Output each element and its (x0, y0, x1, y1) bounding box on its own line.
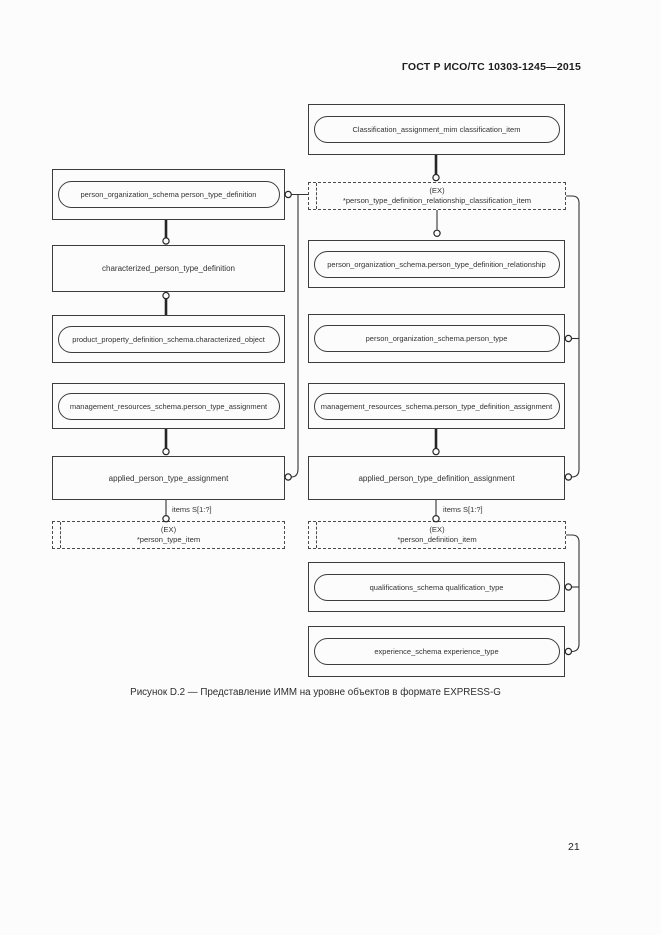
relation-circle (564, 647, 573, 656)
page-ref-label: *person_definition_item (397, 535, 477, 544)
page-ref-box-person-type-item: (EX) *person_type_item (52, 521, 285, 549)
relation-circle (284, 190, 292, 199)
entity-label: Classification_assignment_mim classifica… (352, 125, 521, 134)
entity-box-experience-type: experience_schema experience_type (308, 626, 565, 677)
entity-box-characterized-person-type-definition: characterized_person_type_definition (52, 245, 285, 292)
relation-circle (162, 447, 170, 456)
edge-label-items-left: items S[1:?] (172, 505, 212, 514)
entity-box-classification-item: Classification_assignment_mim classifica… (308, 104, 565, 155)
relation-circle (564, 583, 573, 591)
relation-circle (433, 229, 441, 237)
page-ref-label: *person_type_definition_relationship_cla… (342, 196, 532, 205)
entity-label: product_property_definition_schema.chara… (72, 334, 265, 344)
line-ptd-branch-to-applied (291, 194, 299, 478)
entity-pill-person-type: person_organization_schema.person_type (313, 325, 560, 352)
entity-box-ptd-relationship: person_organization_schema.person_type_d… (308, 240, 565, 288)
entity-pill-person-type-assignment: management_resources_schema.person_type_… (57, 392, 280, 420)
entity-pill-person-type-definition: person_organization_schema person_type_d… (57, 181, 280, 208)
entity-pill-experience-type: experience_schema experience_type (313, 638, 560, 665)
entity-box-person-type-assignment: management_resources_schema.person_type_… (52, 383, 285, 429)
relation-circle (162, 237, 170, 245)
entity-label: person_organization_schema.person_type (365, 334, 508, 343)
entity-pill-ptd-relationship: person_organization_schema.person_type_d… (313, 250, 560, 278)
page-number: 21 (568, 841, 580, 853)
ex-tag: (EX) (429, 524, 445, 534)
relation-circle (162, 291, 170, 300)
entity-label: management_resources_schema.person_type_… (69, 401, 268, 411)
entity-box-applied-ptd-assignment: applied_person_type_definition_assignmen… (308, 456, 565, 500)
entity-label: qualifications_schema qualification_type (369, 582, 504, 592)
entity-box-person-type-definition: person_organization_schema person_type_d… (52, 169, 285, 220)
page-ref-box-person-definition-item: (EX) *person_definition_item (308, 521, 566, 549)
entity-box-qualification-type: qualifications_schema qualification_type (308, 562, 565, 612)
line-ref-right-rail (566, 195, 580, 478)
relation-circle (284, 473, 292, 481)
entity-label: experience_schema experience_type (374, 647, 499, 656)
entity-pill-ptd-assignment: management_resources_schema.person_type_… (313, 392, 560, 420)
relation-circle (564, 473, 573, 481)
entity-label: characterized_person_type_definition (102, 264, 235, 273)
edge-label-items-right: items S[1:?] (443, 505, 483, 514)
entity-label: person_organization_schema.person_type_d… (327, 259, 546, 269)
figure-caption: Рисунок D.2 — Представление ИММ на уровн… (130, 687, 501, 698)
page-ref-label: *person_type_item (136, 535, 201, 544)
entity-label: person_organization_schema person_type_d… (80, 190, 257, 199)
entity-pill-qualification-type: qualifications_schema qualification_type (313, 573, 560, 601)
relation-circle (432, 173, 440, 182)
entity-box-person-type: person_organization_schema.person_type (308, 314, 565, 363)
page-header: ГОСТ Р ИСО/ТС 10303-1245—2015 (401, 61, 581, 73)
page-ref-double-edge (60, 522, 61, 548)
relation-circle (564, 334, 573, 343)
entity-label: applied_person_type_definition_assignmen… (358, 473, 515, 483)
entity-label: applied_person_type_assignment (108, 473, 229, 483)
ex-tag: (EX) (429, 185, 445, 195)
entity-box-characterized-object: product_property_definition_schema.chara… (52, 315, 285, 363)
entity-pill-classification-item: Classification_assignment_mim classifica… (313, 116, 560, 143)
page-ref-double-edge (316, 522, 317, 548)
page-ref-double-edge (316, 183, 317, 209)
ex-tag: (EX) (160, 524, 177, 534)
page-ref-box-ptd-rel-classification-item: (EX) *person_type_definition_relationshi… (308, 182, 566, 210)
relation-circle (432, 447, 440, 456)
entity-box-ptd-assignment: management_resources_schema.person_type_… (308, 383, 565, 429)
entity-box-applied-person-type-assignment: applied_person_type_assignment (52, 456, 285, 500)
entity-label: management_resources_schema.person_type_… (320, 401, 553, 411)
entity-pill-characterized-object: product_property_definition_schema.chara… (57, 325, 280, 353)
line-definition-item-rail (566, 534, 580, 653)
